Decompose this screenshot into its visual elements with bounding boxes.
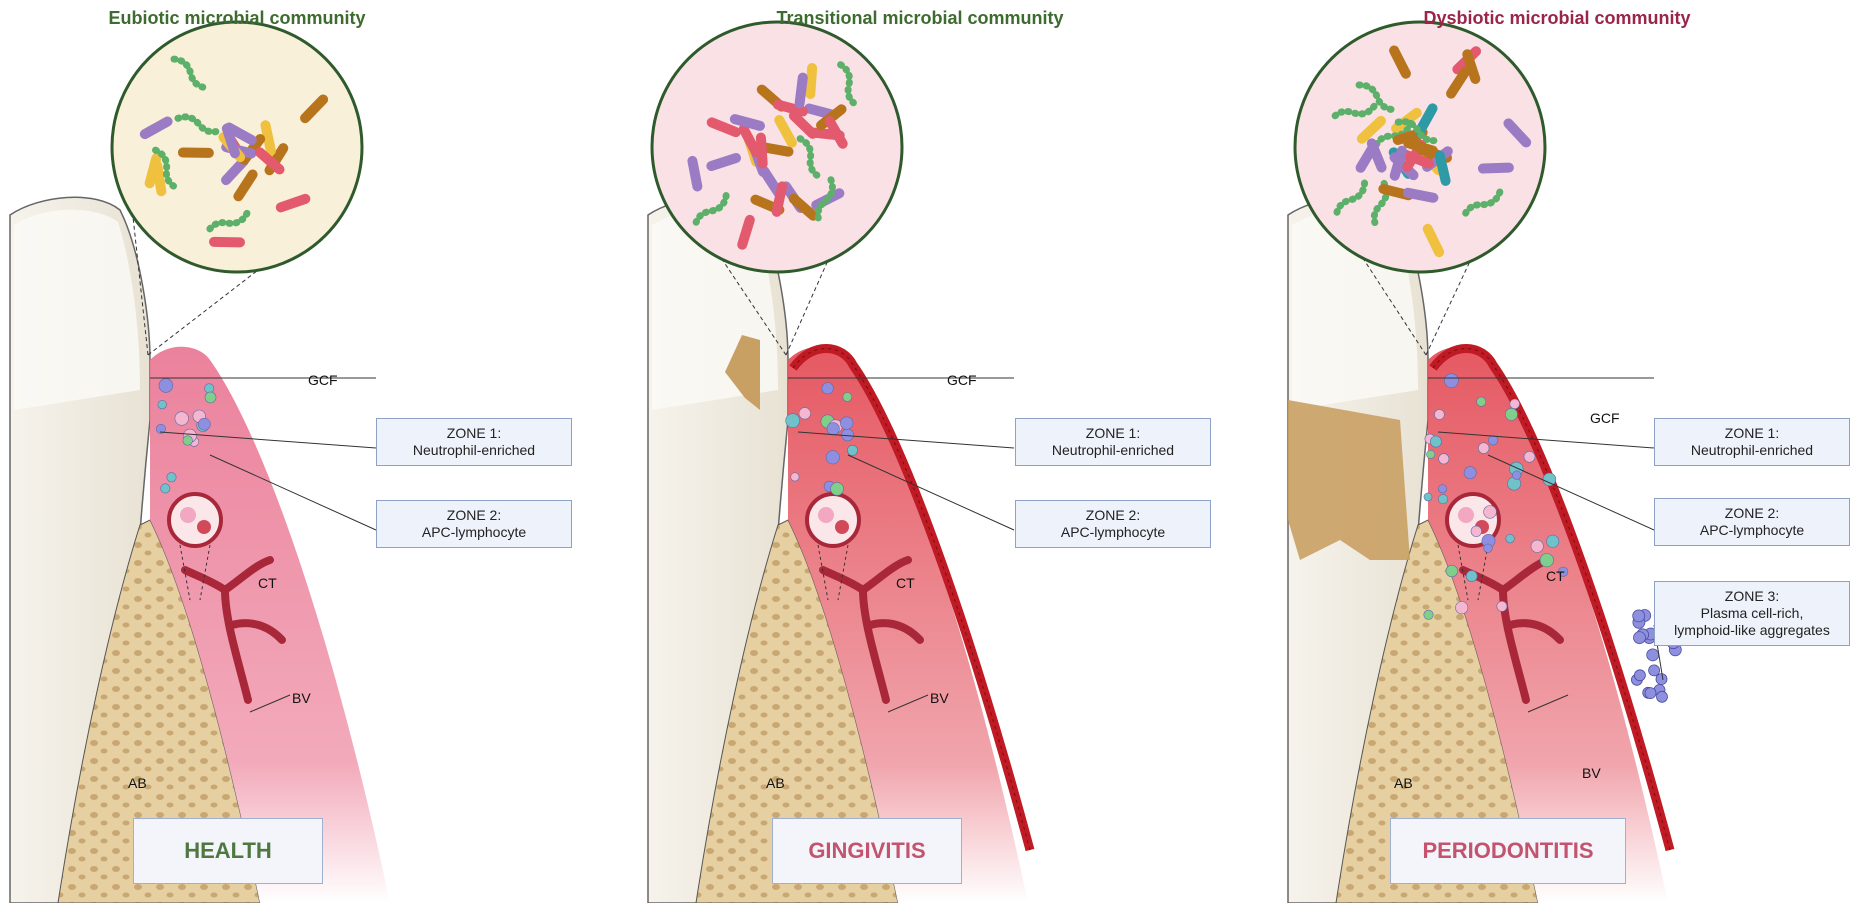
panel-3-bv-label: BV [1582,765,1601,781]
panel-2-title: Transitional microbial community [610,8,1230,29]
panel-2-stage-label: GINGIVITIS [772,818,962,884]
panel-1-ct-label: CT [258,575,277,591]
panel-1-zone-2: ZONE 2: APC-lymphocyte [376,500,572,548]
panel-2-zone-1: ZONE 1: Neutrophil-enriched [1015,418,1211,466]
panel-2-ct-label: CT [896,575,915,591]
panel-2-gcf-label: GCF [947,372,977,388]
panel-3-stage-label: PERIODONTITIS [1390,818,1626,884]
panel-3-gcf-label: GCF [1590,410,1620,426]
panel-3-zone-2: ZONE 2: APC-lymphocyte [1654,498,1850,546]
panel-2-zone-2: ZONE 2: APC-lymphocyte [1015,500,1211,548]
panel-1-bv-label: BV [292,690,311,706]
panel-3-zone-3: ZONE 3: Plasma cell-rich, lymphoid-like … [1654,581,1850,646]
panel-3-title: Dysbiotic microbial community [1247,8,1854,29]
panel-3-zone-1: ZONE 1: Neutrophil-enriched [1654,418,1850,466]
panel-2-ab-label: AB [766,775,785,791]
panel-1-zone-1: ZONE 1: Neutrophil-enriched [376,418,572,466]
panel-1-title: Eubiotic microbial community [0,8,547,29]
panel-3-ab-label: AB [1394,775,1413,791]
panel-1-ab-label: AB [128,775,147,791]
panel-2-bv-label: BV [930,690,949,706]
panel-1-gcf-label: GCF [308,372,338,388]
panel-3-ct-label: CT [1546,568,1565,584]
panel-1-stage-label: HEALTH [133,818,323,884]
